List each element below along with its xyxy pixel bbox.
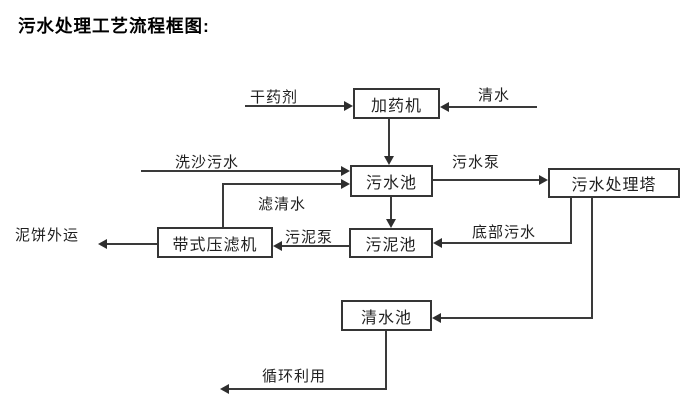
arrowhead-dosing-to-sewage <box>384 156 394 165</box>
arrowhead-sewage-pump <box>539 175 548 185</box>
edge-bottom-sewage-hline <box>441 242 572 244</box>
node-sewage-pool: 污水池 <box>350 165 433 197</box>
edge-recycle-hline <box>228 388 387 390</box>
label-recycle: 循环利用 <box>262 368 327 385</box>
arrowhead-mud-cake <box>98 239 107 249</box>
edge-mud-cake-line <box>106 243 157 245</box>
label-filtered-water: 滤清水 <box>258 196 307 213</box>
label-sewage-pump: 污水泵 <box>452 154 501 171</box>
label-mud-cake-out: 泥饼外运 <box>15 227 80 244</box>
arrowhead-recycle <box>220 384 229 394</box>
edge-filtered-water-hline <box>222 183 342 185</box>
node-sludge-pool: 污泥池 <box>349 228 433 258</box>
edge-dry-agent-line <box>245 105 345 107</box>
label-dry-agent: 干药剂 <box>250 89 299 106</box>
edge-tower-to-clean-hline <box>440 317 593 319</box>
arrowhead-filtered-water <box>341 179 350 189</box>
edge-tower-to-clean-vline <box>591 198 593 319</box>
label-sludge-pump: 污泥泵 <box>285 229 334 246</box>
edge-sewage-pump-line <box>433 179 539 181</box>
label-bottom-sewage: 底部污水 <box>472 224 537 241</box>
page-title: 污水处理工艺流程框图: <box>18 16 210 36</box>
node-clean-water-pool: 清水池 <box>341 300 432 331</box>
arrowhead-tower-to-clean <box>432 313 441 323</box>
edge-clean-water-line <box>447 106 537 108</box>
arrowhead-sludge-pump <box>273 241 282 251</box>
node-belt-filter-press: 带式压滤机 <box>157 227 273 258</box>
arrowhead-clean-water <box>440 102 449 112</box>
label-clean-water: 清水 <box>478 87 511 104</box>
node-dosing-machine: 加药机 <box>353 88 440 119</box>
edge-bottom-sewage-vline <box>570 198 572 244</box>
edge-dosing-to-sewage-line <box>388 119 390 158</box>
edge-sludge-pump-line <box>281 245 349 247</box>
edge-sand-washing-line <box>141 170 342 172</box>
arrowhead-dry-agent <box>344 101 353 111</box>
edge-recycle-vline <box>385 331 387 390</box>
arrowhead-bottom-sewage <box>433 238 442 248</box>
node-treatment-tower: 污水处理塔 <box>548 168 680 198</box>
arrowhead-sewage-to-sludge <box>386 219 396 228</box>
label-sand-washing-sewage: 洗沙污水 <box>175 154 240 171</box>
edge-filtered-water-vline <box>222 183 224 227</box>
edge-sewage-to-sludge-line <box>390 197 392 222</box>
arrowhead-sand-washing <box>341 166 350 176</box>
